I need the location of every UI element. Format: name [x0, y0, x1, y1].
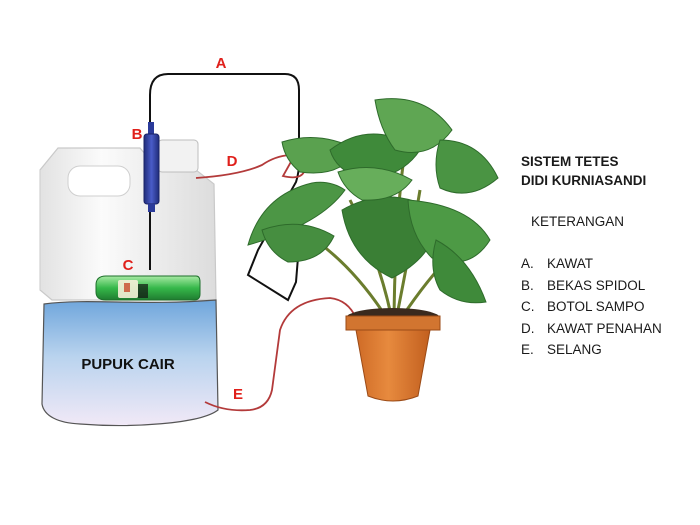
legend-text: BEKAS SPIDOL: [547, 277, 646, 293]
marker-tube: [143, 122, 160, 212]
label-d: D: [227, 153, 238, 170]
label-a: A: [216, 55, 227, 72]
legend-text: BOTOL SAMPO: [547, 299, 645, 314]
legend-item: A. KAWAT: [521, 253, 696, 275]
legend-key: C.: [521, 299, 535, 314]
title-line-1: SISTEM TETES: [521, 154, 619, 169]
hose-e: [204, 297, 357, 412]
label-b: B: [132, 126, 143, 143]
legend-key: B.: [521, 277, 534, 293]
label-c: C: [123, 257, 134, 274]
legend-text: SELANG: [547, 342, 602, 357]
legend-text: KAWAT PENAHAN: [547, 320, 662, 336]
legend-list: A. KAWAT B. BEKAS SPIDOL C. BOTOL SAMPO D. K…: [521, 253, 696, 361]
tank-label: PUPUK CAIR: [81, 356, 175, 373]
potted-plant: [247, 98, 499, 402]
legend-key: A.: [521, 256, 534, 271]
legend-item: E. SELANG: [521, 339, 696, 361]
shampoo-bottle: [95, 275, 201, 301]
jerry-can: [39, 139, 217, 301]
title-line-2: DIDI KURNIASANDI: [521, 173, 647, 188]
legend-panel: SISTEM TETES DIDI KURNIASANDI KETERANGAN…: [521, 152, 696, 361]
label-e: E: [233, 386, 243, 403]
liquid-fertilizer-tank: [41, 299, 219, 427]
legend-text: KAWAT: [547, 256, 593, 271]
legend-item: D. KAWAT PENAHAN: [521, 318, 696, 340]
legend-heading: KETERANGAN: [531, 214, 625, 229]
wire-a: [149, 73, 301, 302]
legend-key: E.: [521, 342, 534, 357]
legend-item: C. BOTOL SAMPO: [521, 296, 696, 318]
legend-key: D.: [521, 320, 535, 336]
legend-item: B. BEKAS SPIDOL: [521, 275, 696, 297]
